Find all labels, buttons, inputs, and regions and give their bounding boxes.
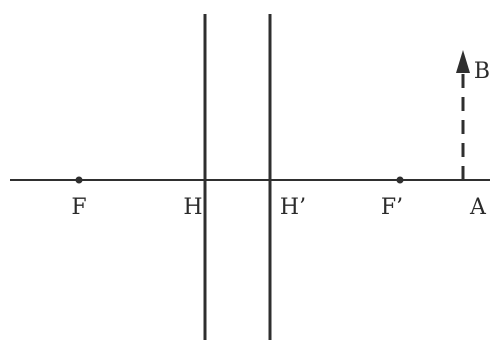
label-b: B bbox=[474, 59, 490, 84]
focal-point-f-prime bbox=[396, 176, 404, 184]
label-h: H bbox=[183, 195, 202, 220]
label-f-prime: F’ bbox=[381, 195, 403, 220]
focal-point-f bbox=[75, 176, 83, 184]
object-arrow-head bbox=[456, 50, 470, 73]
label-h-prime: H’ bbox=[280, 195, 306, 220]
label-f: F bbox=[71, 195, 86, 220]
label-a: A bbox=[469, 195, 487, 220]
